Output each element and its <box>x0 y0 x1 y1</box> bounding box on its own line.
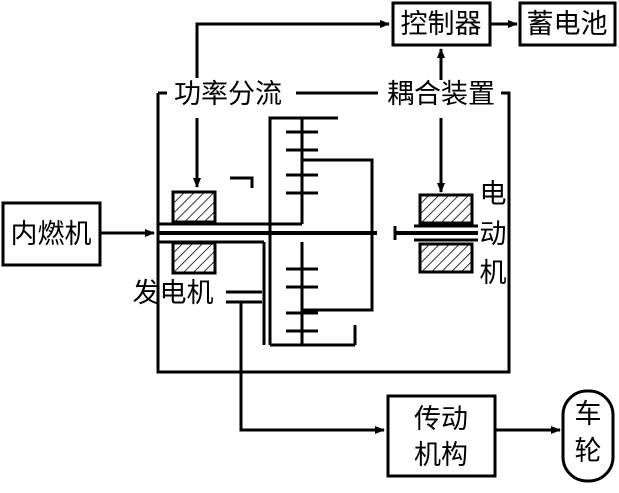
output-to-transmission-arrow <box>239 302 385 434</box>
coupling-device-label: 耦合装置 <box>387 79 495 110</box>
ring-gear-left <box>268 116 338 345</box>
sun-gear-brake <box>230 176 254 188</box>
transmission-label-1: 传动 <box>414 404 468 435</box>
housing-outline <box>156 91 511 374</box>
wheel-label-1: 车 <box>575 399 602 430</box>
power-split-to-controller-line <box>195 20 390 78</box>
power-split-label: 功率分流 <box>174 79 282 110</box>
transmission-box <box>386 394 497 478</box>
battery-box <box>518 1 617 47</box>
engine-box <box>1 201 102 267</box>
generator-label: 发电机 <box>133 278 214 309</box>
motor-label-1: 电 <box>480 179 507 210</box>
transmission-label-2: 机构 <box>414 440 468 471</box>
generator-coil-top <box>171 190 217 224</box>
battery-label: 蓄电池 <box>527 9 608 40</box>
engine-label: 内燃机 <box>11 219 92 250</box>
motor-coil-top <box>418 193 474 225</box>
wheel-label-2: 轮 <box>575 436 602 467</box>
wheel-box <box>561 389 615 483</box>
generator-coil-bottom <box>171 241 217 275</box>
motor-coil-bottom <box>418 242 474 274</box>
planet-carrier-frame <box>302 158 374 312</box>
controller-box <box>391 1 492 47</box>
controller-label: 控制器 <box>401 9 482 40</box>
motor-label-2: 动 <box>480 219 507 250</box>
motor-label-3: 机 <box>480 258 507 289</box>
